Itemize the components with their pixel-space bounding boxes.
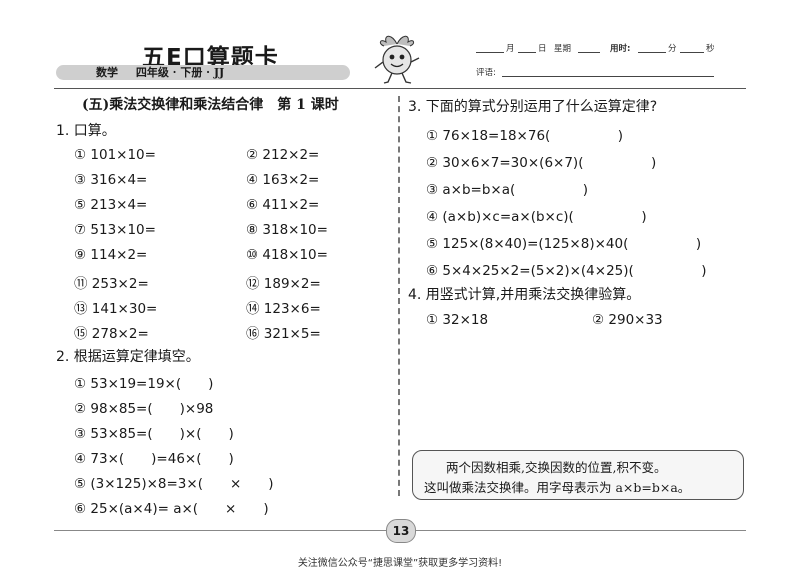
weekday-label: 星期 bbox=[554, 44, 572, 54]
fill-item: ① 53×19=19×( ) bbox=[74, 376, 214, 392]
oral-item: ⑬ 141×30= bbox=[74, 301, 158, 317]
oral-item: ⑯ 321×5= bbox=[246, 326, 321, 342]
column-divider bbox=[398, 96, 400, 496]
oral-item: ⑮ 278×2= bbox=[74, 326, 149, 342]
rule-note-box bbox=[412, 450, 744, 500]
oral-item: ⑤ 213×4= bbox=[74, 197, 148, 213]
fill-item: ④ 73×( )=46×( ) bbox=[74, 451, 234, 467]
oral-item: ⑧ 318×10= bbox=[246, 222, 328, 238]
oral-item: ④ 163×2= bbox=[246, 172, 320, 188]
section-2-title: 2. 根据运算定律填空。 bbox=[56, 349, 200, 365]
fill-item: ③ 53×85=( )×( ) bbox=[74, 426, 234, 442]
header-rule bbox=[54, 88, 746, 89]
day-label: 日 bbox=[538, 44, 547, 54]
oral-item: ② 212×2= bbox=[246, 147, 320, 163]
minute-blank[interactable] bbox=[638, 52, 666, 53]
oral-item: ③ 316×4= bbox=[74, 172, 148, 188]
rule-note-line-1: 两个因数相乘,交换因数的位置,积不变。 bbox=[446, 460, 667, 475]
fill-item: ⑥ 25×(a×4)= a×( × ) bbox=[74, 501, 269, 517]
oral-item: ① 101×10= bbox=[74, 147, 156, 163]
law-item: ⑥ 5×4×25×2=(5×2)×(4×25)( ) bbox=[426, 263, 707, 279]
law-item: ② 30×6×7=30×(6×7)( ) bbox=[426, 155, 657, 171]
oral-item: ⑦ 513×10= bbox=[74, 222, 156, 238]
rule-note-line-2: 这叫做乘法交换律。用字母表示为 a×b=b×a。 bbox=[424, 480, 691, 495]
subject-label: 数学 bbox=[96, 66, 118, 79]
law-item: ⑤ 125×(8×40)=(125×8)×40( ) bbox=[426, 236, 702, 252]
oral-item: ⑫ 189×2= bbox=[246, 276, 321, 292]
second-label: 秒 bbox=[706, 44, 715, 54]
subject-grade-line: 数学 四年级 · 下册 · JJ bbox=[96, 65, 238, 80]
oral-item: ⑥ 411×2= bbox=[246, 197, 320, 213]
day-blank[interactable] bbox=[518, 52, 536, 53]
fill-item: ② 98×85=( )×98 bbox=[74, 401, 214, 417]
law-item: ④ (a×b)×c=a×(b×c)( ) bbox=[426, 209, 647, 225]
law-item: ① 76×18=18×76( ) bbox=[426, 128, 624, 144]
comment-label: 评语: bbox=[476, 68, 496, 78]
footer-text: 关注微信公众号“捷思课堂”获取更多学习资料! bbox=[297, 558, 503, 569]
time-label: 用时: bbox=[610, 44, 631, 54]
page-number: 13 bbox=[386, 519, 416, 543]
oral-item: ⑪ 253×2= bbox=[74, 276, 149, 292]
section-3-title: 3. 下面的算式分别运用了什么运算定律? bbox=[408, 99, 658, 115]
second-blank[interactable] bbox=[680, 52, 704, 53]
lesson-title: (五)乘法交换律和乘法结合律 第 1 课时 bbox=[82, 97, 339, 113]
oral-item: ⑭ 123×6= bbox=[246, 301, 321, 317]
month-blank[interactable] bbox=[476, 52, 504, 53]
comment-blank[interactable] bbox=[502, 76, 714, 77]
section-1-title: 1. 口算。 bbox=[56, 123, 116, 139]
oral-item: ⑩ 418×10= bbox=[246, 247, 328, 263]
grade-label: 四年级 · 下册 · JJ bbox=[135, 66, 225, 79]
vertical-calc-item: ② 290×33 bbox=[592, 312, 663, 328]
minute-label: 分 bbox=[668, 44, 677, 54]
radish-mascot-icon bbox=[374, 35, 420, 84]
brand-bar bbox=[56, 65, 350, 80]
oral-item: ⑨ 114×2= bbox=[74, 247, 148, 263]
fill-item: ⑤ (3×125)×8=3×( × ) bbox=[74, 476, 274, 492]
vertical-calc-item: ① 32×18 bbox=[426, 312, 489, 328]
section-4-title: 4. 用竖式计算,并用乘法交换律验算。 bbox=[408, 287, 641, 303]
month-label: 月 bbox=[506, 44, 515, 54]
law-item: ③ a×b=b×a( ) bbox=[426, 182, 589, 198]
weekday-blank[interactable] bbox=[578, 52, 600, 53]
